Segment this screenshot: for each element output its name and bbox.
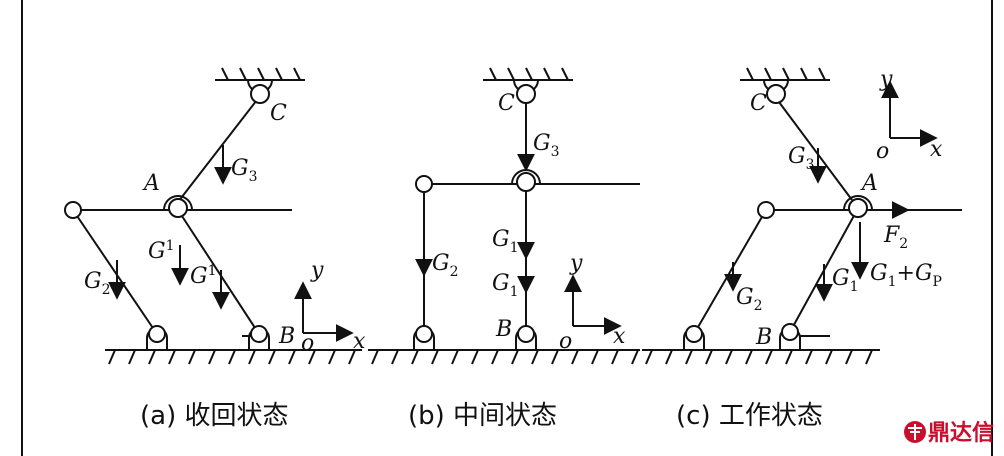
panel-c-joint-b — [781, 323, 799, 341]
panel-c-top-support — [740, 67, 830, 93]
panel-c-text: C A B o x y G3 F2 G1 G1+GP G2 (c) 工作状态 — [676, 67, 943, 431]
panel-c-joint-a-outer — [843, 195, 873, 211]
panel-a-link-left — [72, 209, 158, 335]
panel-b-joint-a — [516, 172, 536, 192]
panel-c-joint-left-bottom — [685, 325, 703, 343]
panel-c-joint-a — [848, 198, 868, 218]
panel-a-label-y: y — [310, 258, 324, 283]
watermark-text: 鼎达信 — [928, 420, 994, 446]
panel-c-force-g3: G3 — [788, 144, 815, 173]
panel-c-force-f2: F2 — [883, 223, 908, 252]
panel-c-force-g1-plus-gp: G1+GP — [870, 261, 942, 290]
panel-a-joint-a — [168, 198, 188, 218]
panel-a-joint-c — [250, 84, 270, 104]
panel-c-link-c-a — [775, 97, 853, 201]
panel-b — [368, 67, 640, 365]
panel-c-joint-c — [766, 84, 786, 104]
panel-a-force-g1-right: G1 — [190, 263, 217, 289]
panel-b-joint-left — [415, 175, 433, 193]
frame — [21, 0, 993, 456]
panel-c-force-g2: G2 — [736, 285, 763, 314]
panel-a-ground — [105, 349, 362, 365]
panel-b-label-c: C — [498, 91, 515, 116]
panel-c-label-a: A — [860, 171, 878, 196]
panel-b-label-b: B — [495, 317, 512, 342]
panel-a-link-a-b — [177, 209, 260, 335]
panel-c-ground — [642, 349, 880, 365]
panel-b-label-y: y — [569, 251, 583, 276]
panel-b-force-g1-lower: G1 — [492, 271, 519, 300]
panel-b-top-support — [483, 67, 573, 93]
panel-b-label-x: x — [613, 324, 626, 349]
panel-c-link-left — [693, 209, 767, 335]
panel-a-label-a: A — [142, 171, 160, 196]
panel-c-label-b: B — [755, 325, 772, 350]
panel-c-joint-left — [757, 201, 775, 219]
panel-a-force-g3: G3 — [231, 156, 258, 185]
panel-a-joint-left — [64, 201, 82, 219]
panel-a — [64, 67, 362, 365]
panel-b-joint-c — [516, 84, 536, 104]
panel-a-link-c-a — [177, 95, 261, 203]
panel-c-label-x: x — [930, 137, 943, 162]
panel-b-force-g3: G3 — [533, 131, 560, 160]
panel-c-label-y: y — [879, 67, 893, 92]
panel-a-joint-a-outer — [163, 195, 193, 211]
panel-b-force-g1-upper: G1 — [492, 227, 519, 256]
panel-b-caption: (b) 中间状态 — [408, 401, 557, 431]
panel-c-label-o: o — [876, 139, 889, 164]
panel-a-label-o: o — [301, 331, 314, 356]
panel-b-joint-left-bottom — [415, 325, 433, 343]
panel-b-label-o: o — [559, 329, 572, 354]
panel-c — [642, 67, 962, 365]
panel-a-label-c: C — [270, 101, 287, 126]
panel-a-force-g2: G2 — [84, 269, 111, 298]
panel-a-force-g1-left: G1 — [148, 238, 175, 264]
panel-b-ground — [368, 349, 640, 365]
panel-c-force-g1: G1 — [832, 266, 859, 295]
brand-seal-icon — [904, 421, 926, 443]
panel-b-force-g2: G2 — [432, 251, 459, 280]
panel-a-joint-b — [250, 325, 268, 343]
panel-a-label-x: x — [353, 329, 366, 354]
watermark: 鼎达信 — [904, 420, 994, 446]
panel-b-joint-a-outer — [511, 169, 541, 185]
panel-b-text: C B o x y G3 G2 G1 G1 (b) 中间状态 — [408, 91, 626, 431]
panel-a-joint-left-bottom — [148, 325, 166, 343]
panel-c-caption: (c) 工作状态 — [676, 401, 823, 431]
panel-a-label-b: B — [278, 324, 295, 349]
panel-c-label-c: C — [750, 91, 767, 116]
panel-a-caption: (a) 收回状态 — [140, 401, 289, 431]
panel-b-joint-b — [517, 325, 535, 343]
panel-a-text: C A B o x y G3 G1 G1 G2 (a) 收回状态 — [84, 101, 366, 431]
